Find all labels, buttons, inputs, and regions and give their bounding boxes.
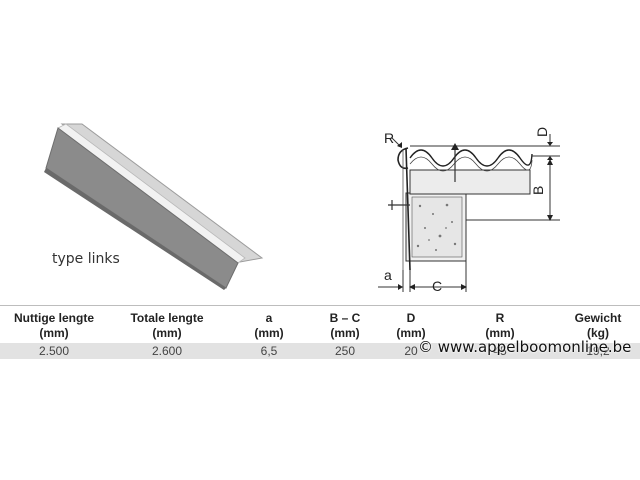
table-divider (0, 305, 640, 306)
table-row: 2.500 2.600 6,5 250 20 45 19,2 (0, 343, 640, 359)
dimension-label-d: D (534, 127, 550, 137)
product-type-label: type links (52, 251, 120, 267)
table-header-row: Nuttige lengte(mm) Totale lengte(mm) a(m… (0, 309, 640, 343)
cell-totale-lengte: 2.600 (108, 343, 226, 359)
cell-a: 6,5 (226, 343, 312, 359)
header-nuttige-lengte: Nuttige lengte(mm) (14, 311, 94, 340)
angle-profile-image (44, 123, 264, 290)
cell-nuttige-lengte: 2.500 (0, 343, 108, 359)
header-r: R(mm) (485, 311, 515, 340)
cell-r: 45 (444, 343, 556, 359)
product-illustration: R D B a C (44, 123, 560, 294)
cell-d: 20 (378, 343, 444, 359)
dimension-label-r: R (384, 130, 394, 146)
header-a: a(mm) (254, 311, 284, 340)
technical-diagram (378, 134, 560, 292)
copyright-watermark: © www.appelboomonline.be (418, 338, 632, 356)
specification-table: Nuttige lengte(mm) Totale lengte(mm) a(m… (0, 309, 640, 359)
header-d: D(mm) (396, 311, 426, 340)
header-totale-lengte: Totale lengte(mm) (130, 311, 204, 340)
dimension-label-b: B (530, 186, 546, 195)
cell-gewicht: 19,2 (556, 343, 640, 359)
header-gewicht: Gewicht(kg) (574, 311, 622, 340)
header-b-c: B – C(mm) (329, 311, 361, 340)
cell-b-c: 250 (312, 343, 378, 359)
dimension-label-c: C (432, 278, 442, 294)
dimension-label-a: a (384, 267, 392, 283)
